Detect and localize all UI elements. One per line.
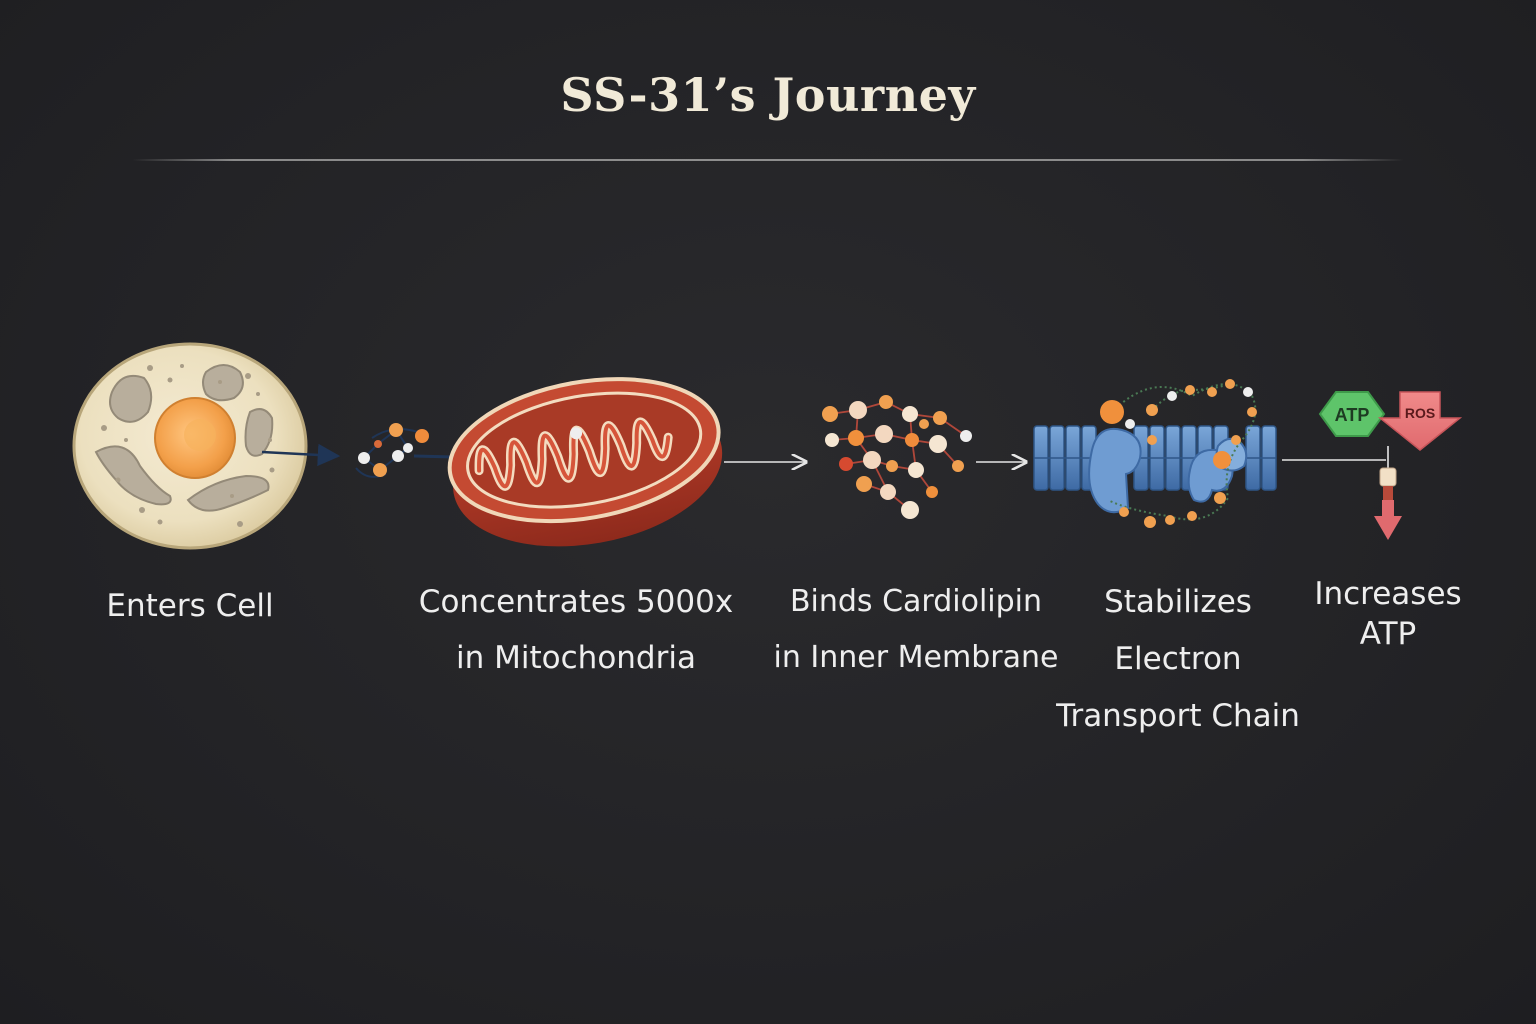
step-5-line-2: ATP [1359, 616, 1417, 652]
svg-text:ATP: ATP [1335, 405, 1370, 425]
svg-text:ROS: ROS [1405, 405, 1435, 421]
cell-icon [72, 342, 308, 550]
page-title: SS-31’s Journey [560, 68, 976, 122]
atp-hexagon-icon: ATP [1318, 391, 1386, 437]
atp-increase-icon [1374, 446, 1402, 540]
step-label-increases-atp: Increases ATP [1300, 574, 1476, 654]
step-4-line-2: Electron [1114, 641, 1242, 677]
mitochondria-icon [447, 377, 723, 547]
title-divider [132, 159, 1404, 161]
step-1-line-1: Enters Cell [106, 588, 274, 624]
step-3-line-1: Binds Cardiolipin [789, 584, 1043, 619]
step-2-line-2: in Mitochondria [456, 640, 696, 676]
step-2-line-1: Concentrates 5000x [418, 584, 734, 620]
step-4-line-1: Stabilizes [1104, 584, 1252, 620]
step-5-line-1: Increases [1314, 576, 1462, 612]
step-3-line-2: in Inner Membrane [773, 640, 1059, 675]
step-label-concentrates: Concentrates 5000x in Mitochondria [386, 574, 766, 686]
step-label-binds-cardiolipin: Binds Cardiolipin in Inner Membrane [766, 574, 1066, 686]
step-label-enters-cell: Enters Cell [60, 578, 320, 634]
ros-down-arrow-icon: ROS [1377, 391, 1463, 451]
arrow-cell-to-molecule [261, 443, 341, 467]
membrane-protein-icon [1033, 379, 1277, 528]
step-label-stabilizes: Stabilizes Electron Transport Chain [1040, 574, 1316, 745]
molecule-icon [355, 423, 429, 478]
step-4-line-3: Transport Chain [1056, 698, 1300, 734]
cardiolipin-cluster-icon [822, 395, 972, 519]
